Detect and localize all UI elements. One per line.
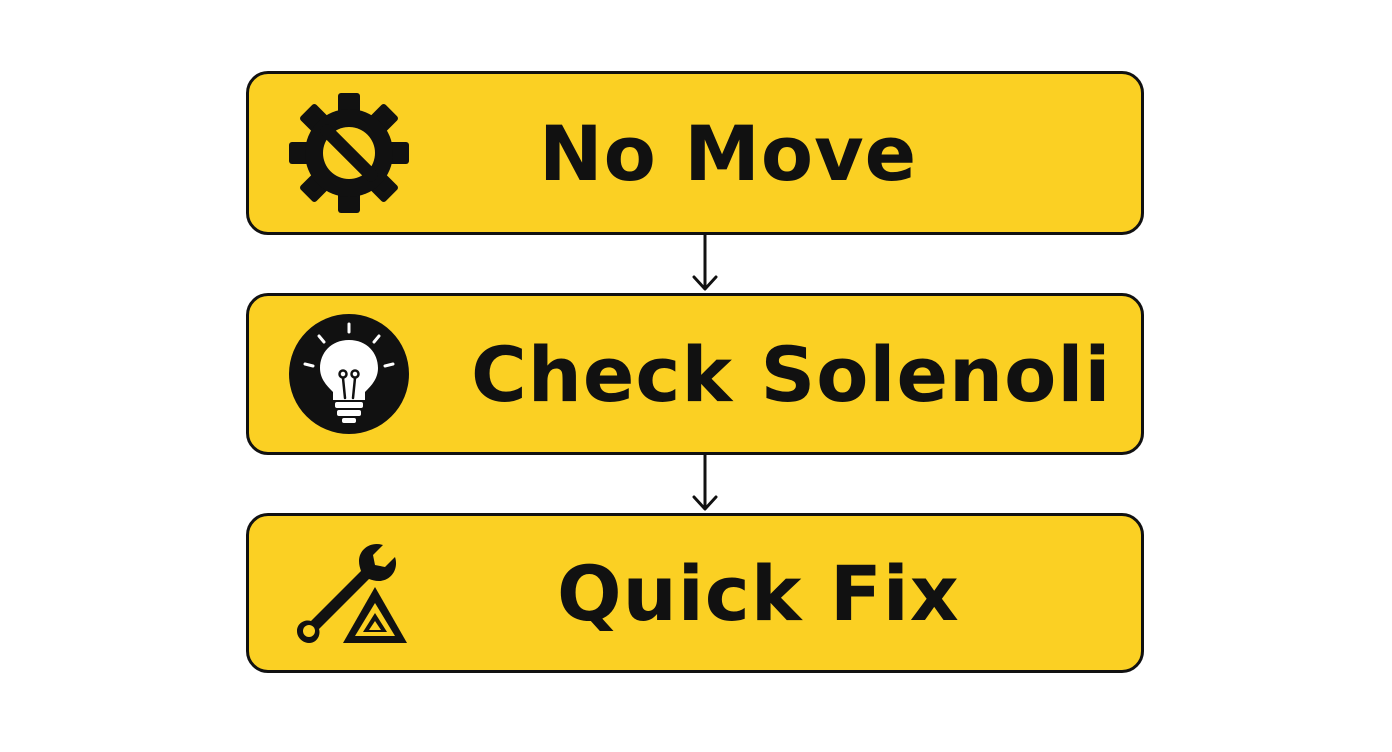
step-label: Check Solenoli <box>471 329 1112 419</box>
wrench-warning-icon <box>287 531 411 655</box>
flow-arrow <box>685 455 725 513</box>
gear-slash-icon <box>287 91 411 215</box>
step-box-no-move: No Move <box>246 71 1144 235</box>
step-box-check-solenoli: Check Solenoli <box>246 293 1144 455</box>
step-label: Quick Fix <box>557 548 960 638</box>
step-box-quick-fix: Quick Fix <box>246 513 1144 673</box>
step-label: No Move <box>539 108 918 198</box>
flow-arrow <box>685 235 725 293</box>
lightbulb-icon <box>287 312 411 436</box>
